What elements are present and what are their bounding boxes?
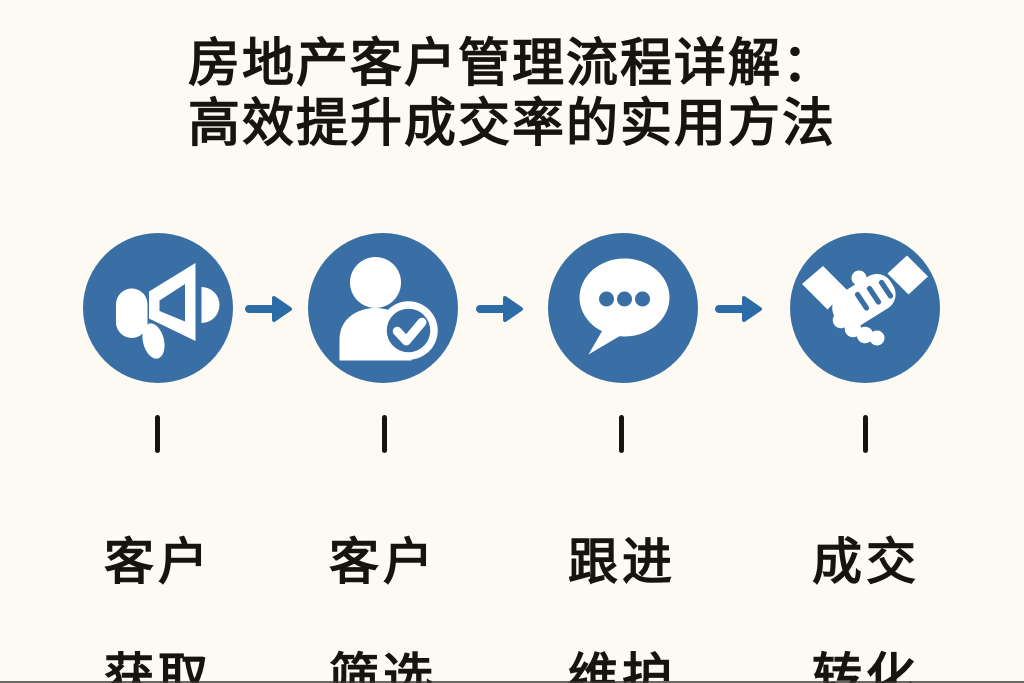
page-title: 房地产客户管理流程详解： 高效提升成交率的实用方法 <box>0 35 1024 155</box>
step-label-screening: 客户 筛选 <box>263 476 503 683</box>
page-title-line1: 房地产客户管理流程详解： <box>187 35 836 93</box>
step-label-line1: 成交 <box>812 533 920 590</box>
right-arrow-icon <box>475 291 527 327</box>
connector-tick <box>155 415 160 453</box>
bottom-edge-line <box>0 681 1024 683</box>
step-circle-conversion <box>790 233 940 383</box>
step-label-followup: 跟进 维护 <box>502 476 742 683</box>
page-title-line2: 高效提升成交率的实用方法 <box>187 94 836 153</box>
step-label-acquisition: 客户 获取 <box>38 476 278 683</box>
step-label-line1: 跟进 <box>568 533 676 590</box>
step-label-line1: 客户 <box>104 533 212 590</box>
handshake-icon <box>790 233 940 383</box>
right-arrow-icon <box>714 291 766 327</box>
connector-tick <box>619 415 624 453</box>
step-label-line2: 获取 <box>104 648 212 683</box>
connector-tick <box>863 415 868 453</box>
step-circle-followup <box>548 233 698 383</box>
step-label-line2: 转化 <box>812 648 920 683</box>
step-label-line1: 客户 <box>329 533 437 590</box>
step-label-line2: 维护 <box>568 648 676 683</box>
connector-tick <box>382 415 387 453</box>
step-label-conversion: 成交 转化 <box>746 476 986 683</box>
chat-dots-icon <box>548 233 698 383</box>
step-circle-screening <box>308 233 458 383</box>
step-circle-acquisition <box>83 233 233 383</box>
right-arrow-icon <box>244 291 296 327</box>
step-label-line2: 筛选 <box>329 648 437 683</box>
user-check-icon <box>308 233 458 383</box>
megaphone-icon <box>83 233 233 383</box>
